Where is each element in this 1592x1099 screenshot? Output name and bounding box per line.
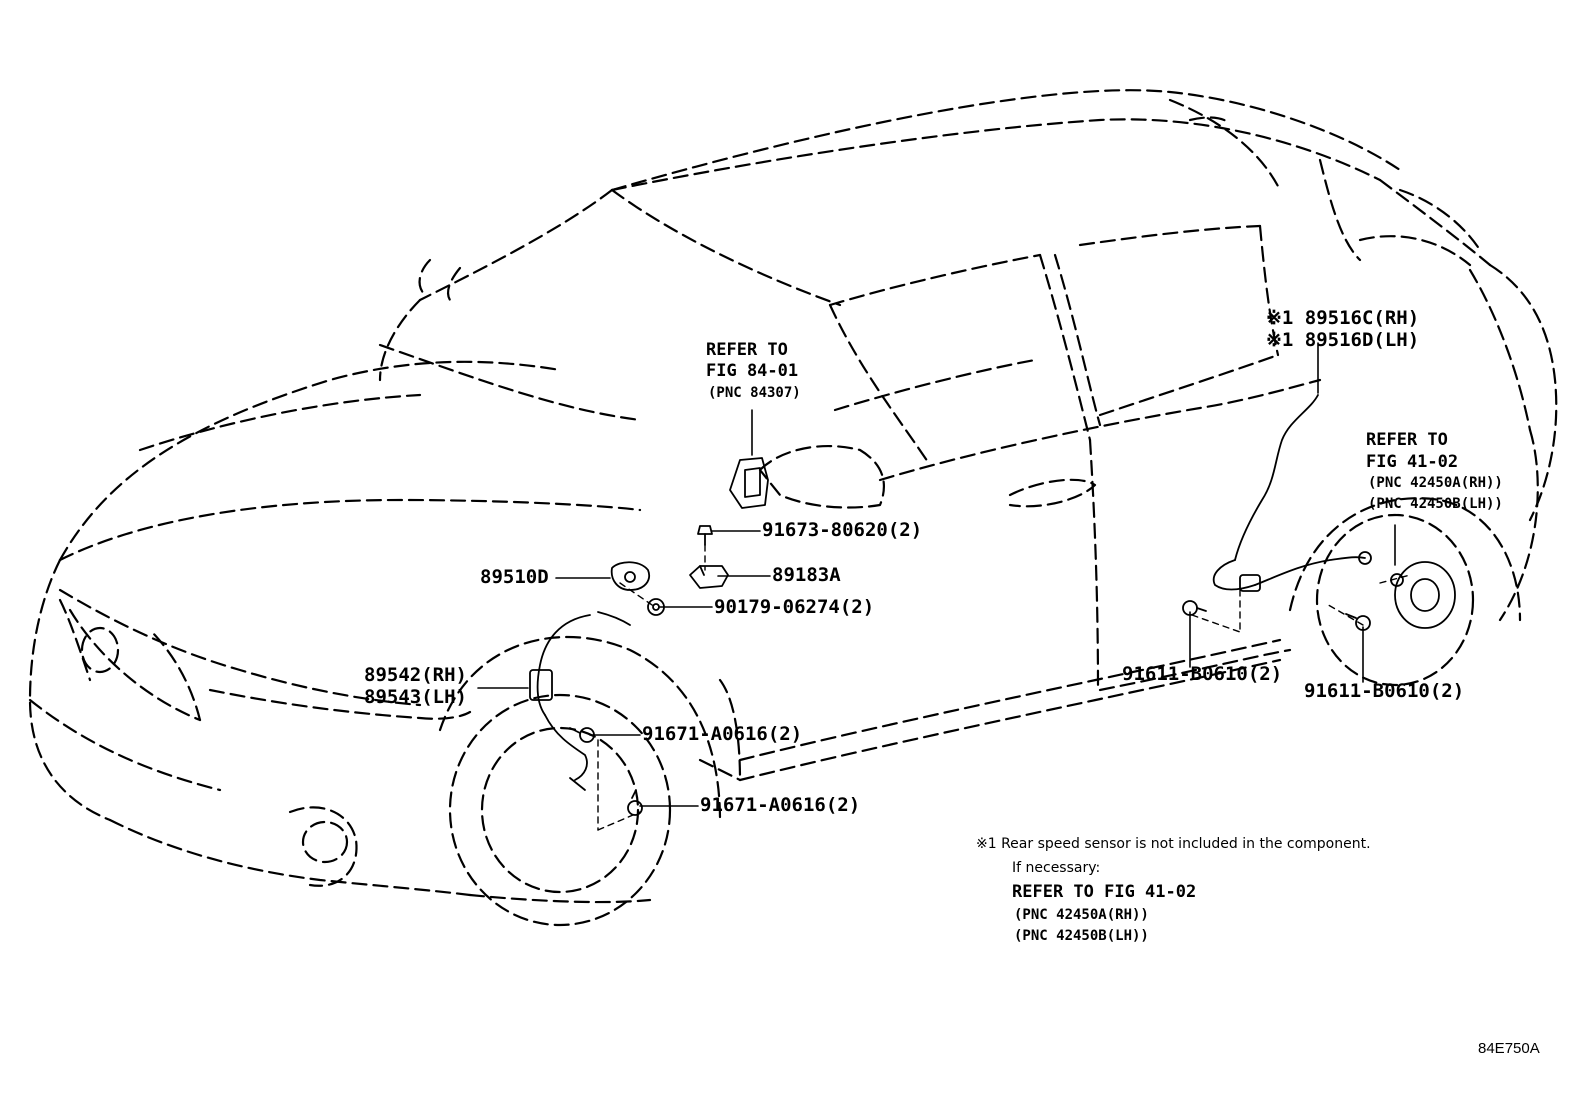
ref-rear-hub-line2: FIG 41-02	[1366, 452, 1459, 472]
part-label-89516d: ※1 89516D(LH)	[1266, 329, 1420, 351]
part-label-91671-upper: 91671-A0616(2)	[642, 723, 803, 745]
part-label-89183a: 89183A	[772, 564, 841, 586]
ref-rear-hub-line4: (PNC 42450B(LH))	[1368, 496, 1503, 512]
part-label-89543: 89543(LH)	[364, 686, 467, 708]
part-label-91673: 91673-80620(2)	[762, 519, 923, 541]
bolt-91673	[697, 525, 713, 546]
part-label-91611-right: 91611-B0610(2)	[1304, 680, 1465, 702]
ref-rear-hub-line3: (PNC 42450A(RH))	[1368, 475, 1503, 491]
part-label-91671-lower: 91671-A0616(2)	[700, 794, 861, 816]
ref-rear-hub-line1: REFER TO	[1366, 430, 1448, 450]
steering-sensor-84307	[729, 457, 769, 509]
footnote-line4: (PNC 42450A(RH))	[1014, 907, 1149, 923]
car-body-outline	[28, 89, 1558, 927]
bracket-89510d	[610, 561, 650, 591]
part-label-90179: 90179-06274(2)	[714, 596, 875, 618]
yaw-sensor-89183a	[689, 565, 729, 589]
leader-lines	[477, 342, 1396, 807]
illustration-code: 84E750A	[1478, 1040, 1540, 1057]
front-speed-sensor-89542	[529, 611, 631, 791]
footnote-line2: If necessary:	[1012, 860, 1101, 876]
part-label-89510d: 89510D	[480, 566, 549, 588]
part-label-91611-left: 91611-B0610(2)	[1122, 663, 1283, 685]
ref-steering-line3: (PNC 84307)	[708, 385, 801, 401]
ref-steering-line2: FIG 84-01	[706, 361, 799, 381]
bolt-91671-upper	[569, 727, 595, 743]
footnote-line3: REFER TO FIG 41-02	[1012, 882, 1197, 902]
footnote-line1: ※1 Rear speed sensor is not included in …	[976, 836, 1371, 852]
nut-90179	[647, 598, 665, 616]
ref-steering-line1: REFER TO	[706, 340, 788, 360]
bolt-91611-b	[1345, 613, 1371, 631]
rear-speed-sensor-89516	[1212, 394, 1372, 592]
bolt-91611-a	[1182, 600, 1207, 616]
rear-hub-42450	[1390, 561, 1456, 629]
footnote-line5: (PNC 42450B(LH))	[1014, 928, 1149, 944]
assembly-guides	[597, 544, 1411, 831]
part-label-89516c: ※1 89516C(RH)	[1266, 307, 1420, 329]
bolt-91671-lower	[627, 789, 643, 816]
part-label-89542: 89542(RH)	[364, 664, 467, 686]
